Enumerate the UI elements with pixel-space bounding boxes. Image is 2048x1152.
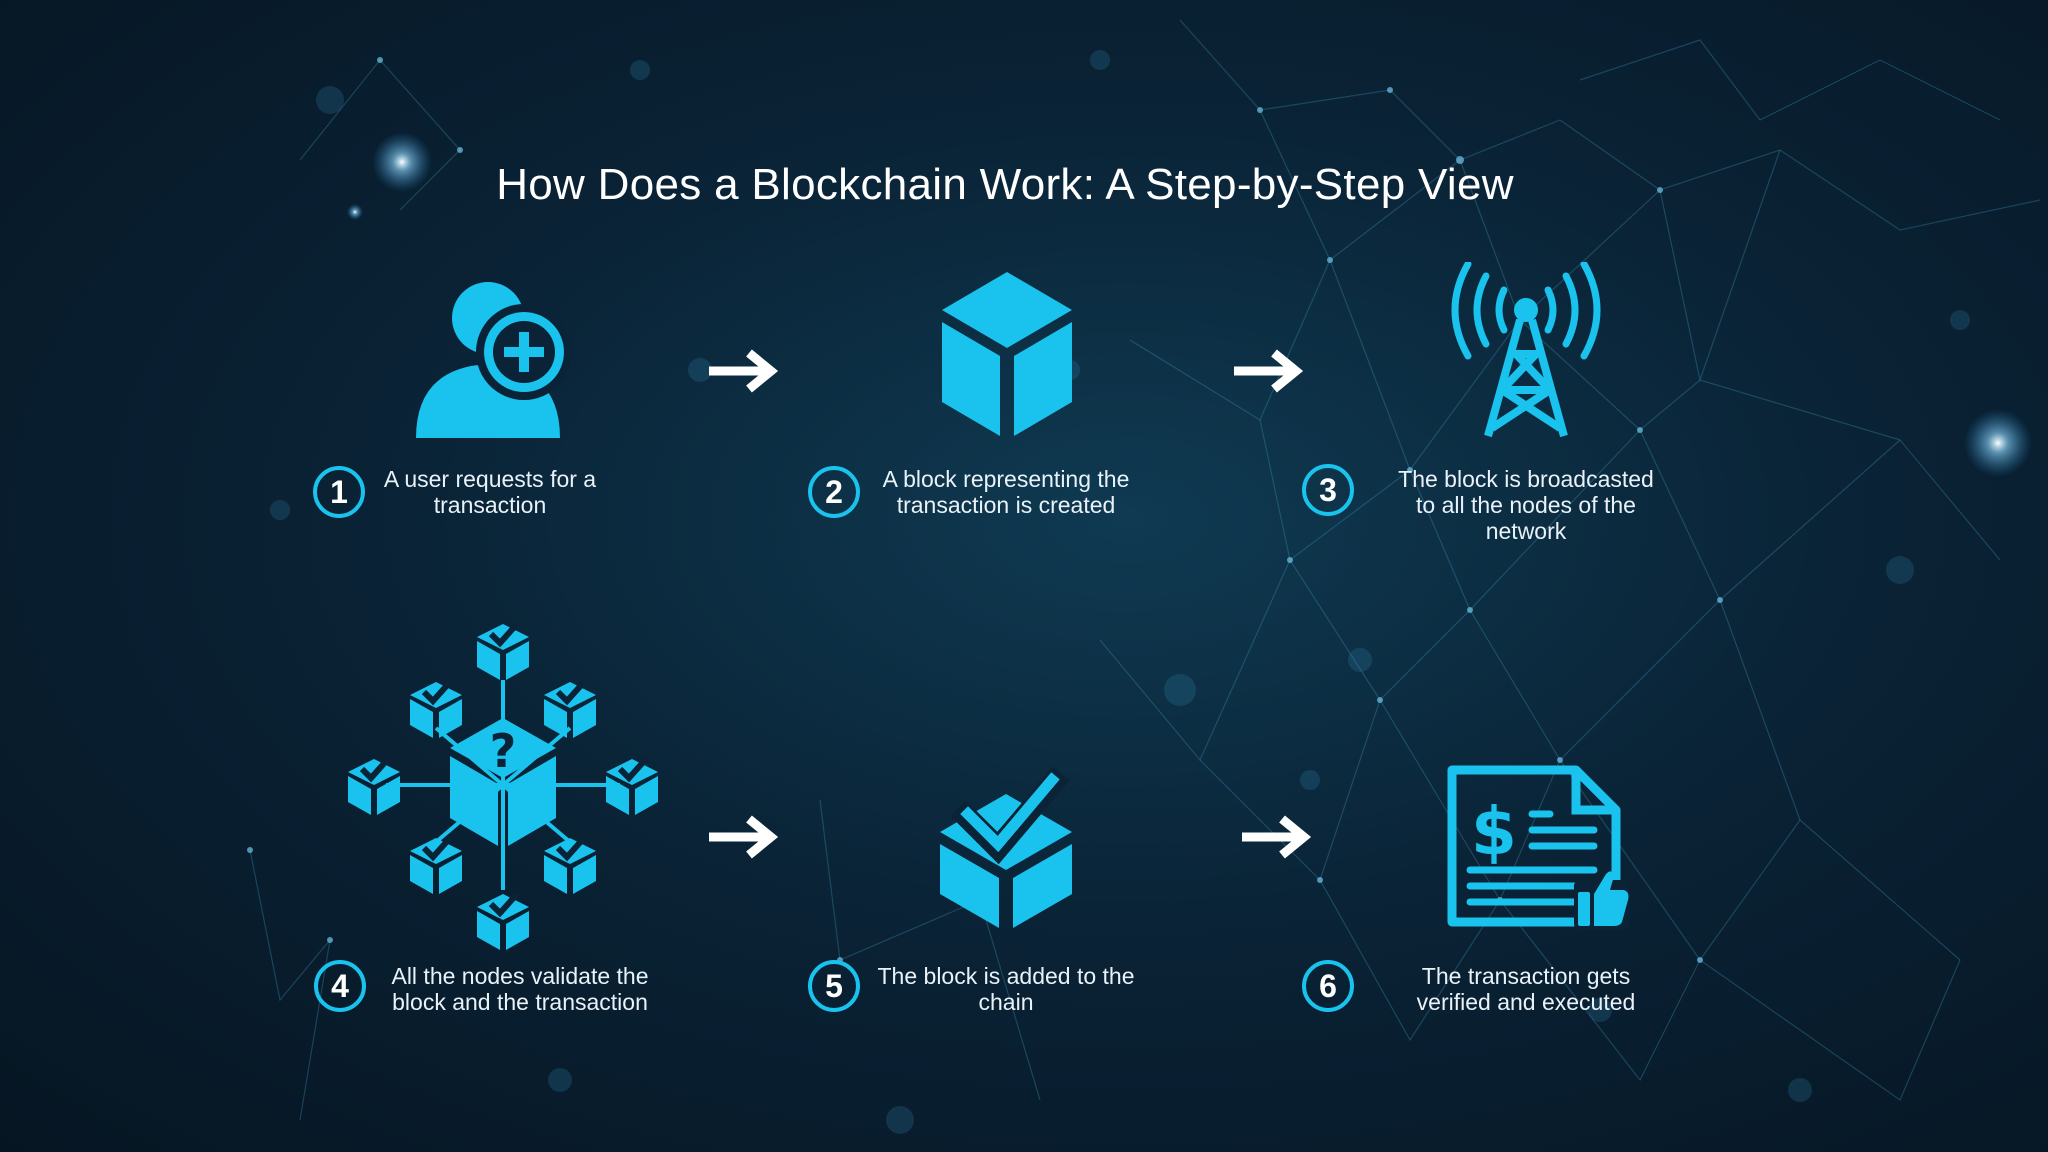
step-description: All the nodes validate the block and the… <box>391 963 649 1015</box>
validated-node-cube <box>555 679 587 706</box>
step-number-badge: 2 <box>808 466 860 518</box>
node-network-validation-icon: ? <box>346 620 660 954</box>
validated-node-cube <box>477 911 500 950</box>
verified-block-icon <box>936 760 1076 930</box>
arrow-right-icon <box>1234 349 1304 393</box>
validated-node-cube <box>544 699 567 738</box>
step-number-badge: 5 <box>808 960 860 1012</box>
step-number-badge: 6 <box>1302 960 1354 1012</box>
validated-node-cube <box>410 699 433 738</box>
validated-node-cube <box>488 891 520 918</box>
validated-node-cube <box>544 855 567 894</box>
validated-node-cube <box>506 641 529 680</box>
step-description: A user requests for a transaction <box>383 466 597 518</box>
validated-node-cube <box>421 679 453 706</box>
validated-node-cube <box>606 776 629 815</box>
step-description: A block representing the transaction is … <box>882 466 1130 518</box>
arrow-right-icon <box>709 815 779 859</box>
arrow-right-icon <box>709 349 779 393</box>
validated-node-cube <box>377 776 400 815</box>
validated-node-cube <box>359 756 391 783</box>
validated-node-cube <box>477 641 500 680</box>
block-cube-icon <box>938 270 1076 438</box>
validated-node-cube <box>506 911 529 950</box>
svg-text:?: ? <box>490 724 517 778</box>
svg-text:$: $ <box>1471 793 1517 870</box>
validated-node-cube <box>439 699 462 738</box>
step-number-badge: 3 <box>1302 464 1354 516</box>
validated-node-cube <box>421 835 453 862</box>
step-number-badge: 1 <box>313 466 365 518</box>
validated-node-cube <box>488 621 520 648</box>
step-description: The block is added to the chain <box>877 963 1135 1015</box>
step-number-badge: 4 <box>314 960 366 1012</box>
user-add-icon <box>408 270 573 438</box>
validated-node-cube <box>617 756 649 783</box>
validated-node-cube <box>439 855 462 894</box>
validated-node-cube <box>410 855 433 894</box>
validated-node-cube <box>573 699 596 738</box>
broadcast-tower-icon <box>1446 262 1606 438</box>
page-title: How Does a Blockchain Work: A Step-by-St… <box>496 160 1514 209</box>
validated-node-cube <box>348 776 371 815</box>
validated-node-cube <box>635 776 658 815</box>
step-description: The transaction gets verified and execut… <box>1416 963 1636 1015</box>
approved-invoice-icon: $ <box>1444 762 1630 934</box>
arrow-right-icon <box>1242 815 1312 859</box>
validated-node-cube <box>555 835 587 862</box>
validated-node-cube <box>573 855 596 894</box>
step-description: The block is broadcasted to all the node… <box>1398 466 1654 544</box>
